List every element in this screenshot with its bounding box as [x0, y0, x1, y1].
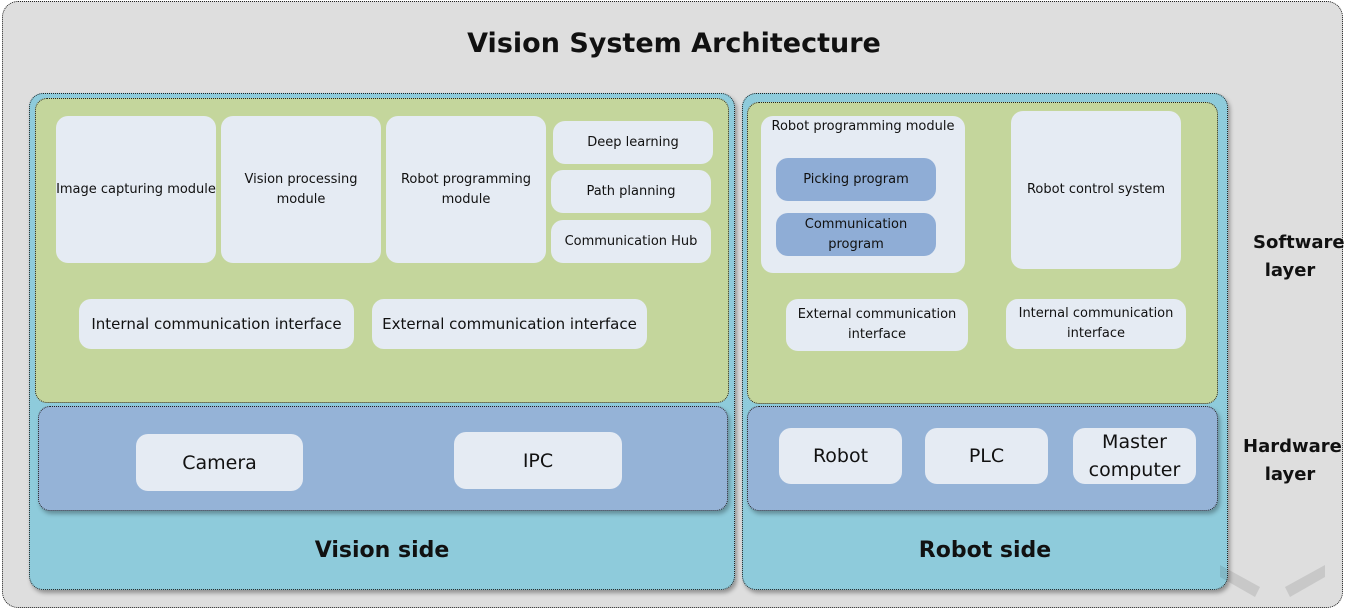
- robot-control-system: Robot control system: [1011, 111, 1181, 269]
- diagram-title: Vision System Architecture: [467, 28, 881, 59]
- mech-mind-watermark-logo: [1220, 565, 1325, 597]
- external-communication-interface: External communication interface: [372, 299, 647, 349]
- vision-processing-module: Vision processing module: [221, 116, 381, 263]
- software-layer-label: Software layer: [1253, 232, 1345, 281]
- path-planning: Path planning: [551, 170, 711, 213]
- master-computer: Master computer: [1073, 428, 1196, 484]
- robot: Robot: [779, 428, 902, 484]
- vision-side-label: Vision side: [314, 538, 450, 563]
- deep-learning: Deep learning: [553, 121, 713, 164]
- image-capturing-module: Image capturing module: [56, 116, 216, 263]
- internal-communication-interface: Internal communication interface: [1006, 299, 1186, 349]
- communication-program: Communication program: [776, 213, 936, 256]
- camera: Camera: [136, 434, 303, 491]
- communication-hub: Communication Hub: [551, 220, 711, 263]
- robot-side-label: Robot side: [918, 538, 1052, 563]
- external-communication-interface: External communication interface: [786, 299, 968, 351]
- plc: PLC: [925, 428, 1048, 484]
- robot-programming-module: Robot programming module: [386, 116, 546, 263]
- robot-programming-module-label: Robot programming module: [771, 119, 955, 134]
- internal-communication-interface: Internal communication interface: [79, 299, 354, 349]
- picking-program: Picking program: [776, 158, 936, 201]
- hardware-layer-label: Hardware layer: [1243, 436, 1342, 485]
- ipc: IPC: [454, 432, 622, 489]
